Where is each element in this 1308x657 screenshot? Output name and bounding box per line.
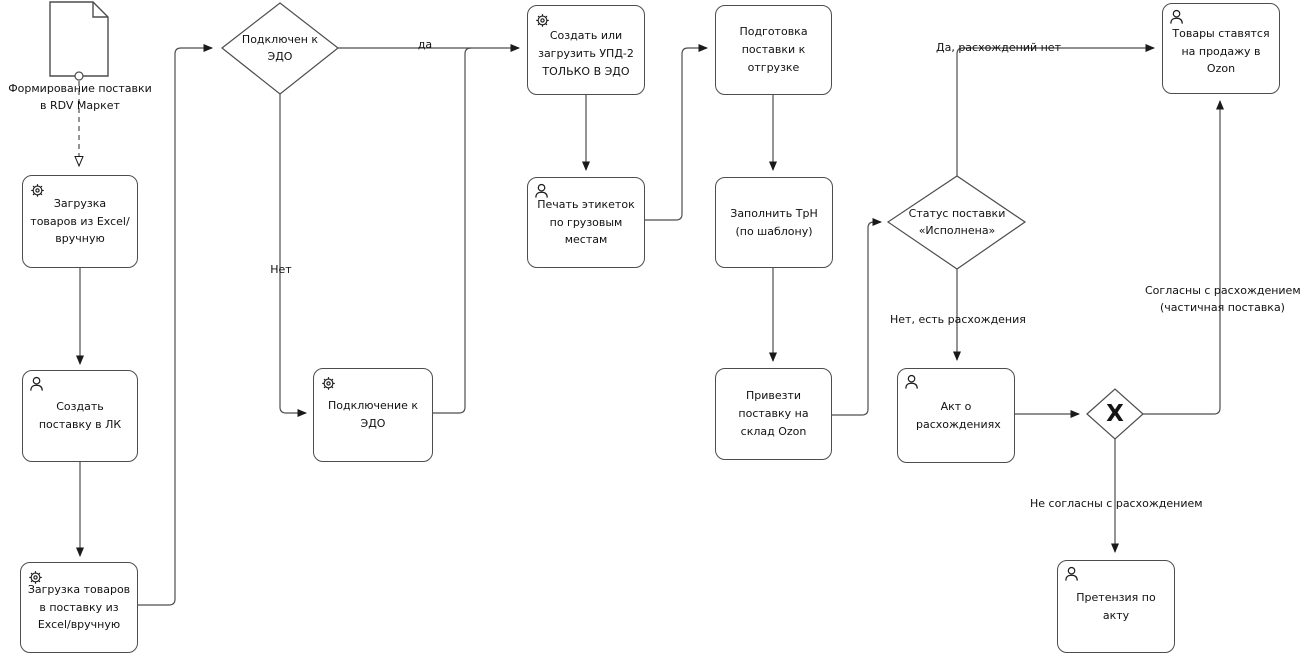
decision-edo-shape[interactable] bbox=[221, 2, 339, 95]
task-prepare-shipment[interactable]: Подготовка поставки к отгрузке bbox=[715, 5, 832, 95]
flow-status-yes-to-sale bbox=[956, 44, 1155, 176]
gears-icon bbox=[536, 14, 549, 27]
task-goods-on-sale[interactable]: Товары ставятся на продажу в Ozon bbox=[1162, 3, 1280, 94]
x-gateway-shape[interactable] bbox=[1086, 388, 1144, 440]
person-icon bbox=[1065, 566, 1078, 581]
flow-connectedo-to-upd bbox=[433, 47, 472, 414]
anchor-dot bbox=[74, 71, 84, 81]
flow-no-to-connectedo bbox=[279, 94, 307, 417]
person-icon bbox=[1170, 9, 1183, 24]
person-icon bbox=[535, 183, 548, 198]
task-deliver-warehouse[interactable]: Привезти поставку на склад Ozon bbox=[715, 368, 832, 460]
person-icon bbox=[30, 376, 43, 391]
flow-gateway-agree-to-sale bbox=[1143, 100, 1224, 415]
task-label: Акт о расхождениях bbox=[916, 399, 1001, 431]
x-gateway-label: X bbox=[1106, 401, 1124, 427]
flow-deliver-to-status bbox=[832, 218, 882, 416]
gears-icon bbox=[322, 377, 335, 390]
task-create-supply[interactable]: Создать поставку в ЛК bbox=[22, 370, 138, 462]
document-shape[interactable] bbox=[49, 1, 109, 81]
task-claim[interactable]: Претензия по акту bbox=[1057, 560, 1175, 653]
flow-loadsupply-to-edodecision bbox=[138, 44, 213, 606]
task-label: Претензия по акту bbox=[1076, 590, 1156, 622]
decision-status-label: Статус поставки «Исполнена» bbox=[908, 207, 1006, 238]
task-load-to-supply[interactable]: Загрузка товаров в поставку из Excel/вру… bbox=[20, 562, 138, 653]
task-label: Загрузка товаров в поставку из Excel/вру… bbox=[27, 582, 131, 632]
task-label: Товары ставятся на продажу в Ozon bbox=[1172, 26, 1270, 76]
task-label: Подготовка поставки к отгрузке bbox=[739, 25, 808, 74]
task-label: Создать или загрузить УПД-2 ТОЛЬКО В ЭДО bbox=[538, 29, 634, 78]
task-label: Подключение к ЭДО bbox=[327, 399, 419, 430]
decision-status-shape[interactable] bbox=[886, 175, 1027, 270]
person-icon bbox=[905, 374, 918, 389]
task-load-goods[interactable]: Загрузка товаров из Excel/вручную bbox=[22, 175, 138, 268]
task-label: Создать поставку в ЛК bbox=[38, 400, 122, 431]
task-discrepancy-act[interactable]: Акт о расхождениях bbox=[897, 368, 1015, 463]
task-connect-edo[interactable]: Подключение к ЭДО bbox=[313, 368, 433, 462]
task-label: Печать этикеток по грузовым местам bbox=[537, 197, 635, 247]
gears-icon bbox=[29, 571, 42, 584]
task-label: Загрузка товаров из Excel/вручную bbox=[30, 196, 130, 246]
flow-print-to-prepare bbox=[645, 44, 708, 221]
task-upd[interactable]: Создать или загрузить УПД-2 ТОЛЬКО В ЭДО bbox=[527, 5, 645, 95]
task-label: Привезти поставку на склад Ozon bbox=[738, 389, 809, 438]
task-print-labels[interactable]: Печать этикеток по грузовым местам bbox=[527, 177, 645, 268]
task-fill-trn[interactable]: Заполнить ТрН (по шаблону) bbox=[715, 177, 833, 268]
gears-icon bbox=[31, 184, 44, 197]
decision-edo-label: Подключен к ЭДО bbox=[241, 33, 319, 64]
task-label: Заполнить ТрН (по шаблону) bbox=[730, 206, 818, 238]
